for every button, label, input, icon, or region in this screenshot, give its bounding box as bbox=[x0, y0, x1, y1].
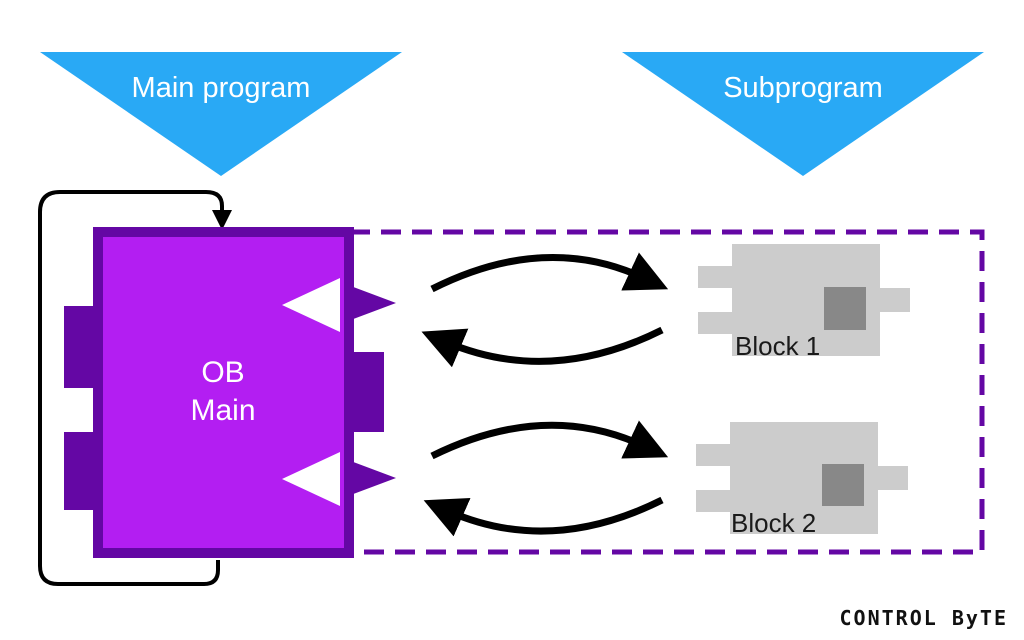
block-1 bbox=[698, 244, 910, 356]
call-arrow-block-1 bbox=[430, 252, 669, 293]
block-1-label: Block 1 bbox=[735, 331, 821, 361]
ob-main-label-line1: OB bbox=[201, 356, 245, 389]
subprogram-label: Subprogram bbox=[723, 72, 883, 104]
ob-main-label-line2: Main bbox=[190, 393, 256, 427]
return-arrow-block-1 bbox=[421, 326, 664, 368]
ob-main-label: OB Main bbox=[163, 354, 283, 429]
ob-main-port-top bbox=[282, 278, 340, 332]
main-program-triangle bbox=[40, 52, 402, 176]
block-2-square bbox=[822, 464, 864, 506]
control-byte-logo: CONTROL ByTE bbox=[839, 606, 1008, 630]
ob-main-port-bottom bbox=[282, 452, 340, 506]
block-1-square bbox=[824, 287, 866, 330]
subprogram-triangle bbox=[622, 52, 984, 176]
call-arrow-block-2 bbox=[430, 420, 669, 460]
main-program-label: Main program bbox=[131, 72, 311, 104]
block-2 bbox=[696, 422, 908, 534]
cycle-loop-arrow bbox=[38, 190, 232, 586]
block-2-label: Block 2 bbox=[731, 508, 817, 538]
return-arrow-block-2 bbox=[423, 496, 664, 537]
ob-main-block bbox=[93, 227, 354, 558]
